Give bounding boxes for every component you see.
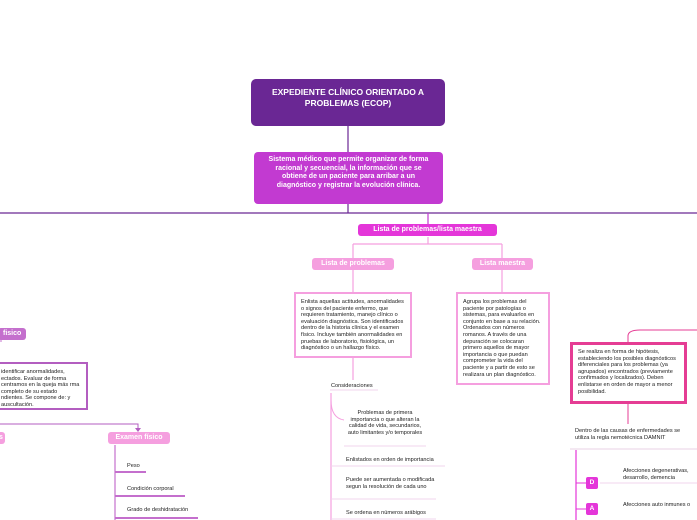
problem-list-label: Lista de problemas/lista maestra [373, 226, 482, 233]
consideration-text: Se ordena en números arábigos [346, 510, 426, 516]
master-list-label: Lista maestra [479, 260, 526, 267]
consideration-text: Enlistados en orden de importancia [346, 457, 434, 463]
consideration-item[interactable]: Problemas de primera importancia o que a… [344, 410, 426, 436]
physical-history-node[interactable]: fisico [0, 328, 26, 340]
left-partial-label: s [0, 434, 3, 441]
considerations-label: Consideraciones [331, 383, 373, 389]
problems-description[interactable]: Enlista aquellas actitudes, anormalidade… [294, 292, 412, 358]
consideration-item[interactable]: Se ordena en números arábigos [346, 510, 456, 517]
definition-box[interactable]: Sistema médico que permite organizar de … [254, 152, 443, 204]
damnit-letter-tag[interactable]: D [586, 477, 598, 489]
physical-history-text: identificar anormalidades, ectados. Eval… [1, 369, 80, 408]
damnit-item[interactable]: Afecciones degenerativas, desarrollo, de… [623, 468, 697, 481]
master-description[interactable]: Agrupa los problemas del paciente por pa… [456, 292, 550, 385]
exam-item-text: Condición corporal [127, 486, 174, 492]
exam-item-text: Peso [127, 463, 140, 469]
title-box[interactable]: EXPEDIENTE CLÍNICO ORIENTADO A PROBLEMAS… [251, 79, 445, 126]
problem-list-node[interactable]: Lista de problemas/lista maestra [358, 224, 497, 236]
consideration-item[interactable]: Puede ser aumentada o modificada segun l… [346, 477, 436, 490]
considerations-node[interactable]: Consideraciones [331, 383, 373, 390]
damnit-letter: D [589, 479, 595, 486]
damnit-item[interactable]: Afecciones auto inmunes o [623, 502, 697, 509]
exam-item-text: Grado de deshidratación [127, 507, 189, 513]
exam-item[interactable]: Condición corporal [127, 486, 174, 493]
master-list-node[interactable]: Lista maestra [472, 258, 533, 270]
title-text: EXPEDIENTE CLÍNICO ORIENTADO A PROBLEMAS… [271, 87, 425, 108]
damnit-item-text: Afecciones degenerativas, desarrollo, de… [623, 468, 689, 481]
master-description-text: Agrupa los problemas del paciente por pa… [463, 299, 541, 378]
damnit-item-text: Afecciones auto inmunes o [623, 502, 691, 508]
consideration-item[interactable]: Enlistados en orden de importancia [346, 457, 456, 464]
exam-item[interactable]: Grado de deshidratación [127, 507, 188, 514]
damnit-letter-tag[interactable]: A [586, 503, 598, 515]
physical-exam-node[interactable]: Examen físico [108, 432, 170, 444]
problems-label: Lista de problemas [321, 260, 385, 267]
physical-exam-label: Examen físico [115, 434, 163, 441]
damnit-letter: A [589, 505, 595, 512]
problems-description-text: Enlista aquellas actitudes, anormalidade… [301, 299, 404, 352]
consideration-text: Problemas de primera importancia o que a… [347, 410, 423, 436]
consideration-text: Puede ser aumentada o modificada segun l… [346, 477, 435, 490]
damnit-note-text: Dentro de las causas de enfermedades se … [575, 428, 681, 441]
diagnosis-hypothesis-text: Se realiza en forma de hipótesis, establ… [578, 349, 676, 395]
physical-history-description[interactable]: identificar anormalidades, ectados. Eval… [0, 362, 88, 410]
diagnosis-hypothesis-box[interactable]: Se realiza en forma de hipótesis, establ… [570, 342, 687, 404]
left-partial-node[interactable]: s [0, 432, 5, 444]
exam-item[interactable]: Peso [127, 463, 140, 470]
physical-history-label: fisico [3, 330, 22, 337]
problems-node[interactable]: Lista de problemas [312, 258, 394, 270]
definition-text: Sistema médico que permite organizar de … [268, 156, 429, 189]
damnit-note[interactable]: Dentro de las causas de enfermedades se … [575, 428, 693, 441]
